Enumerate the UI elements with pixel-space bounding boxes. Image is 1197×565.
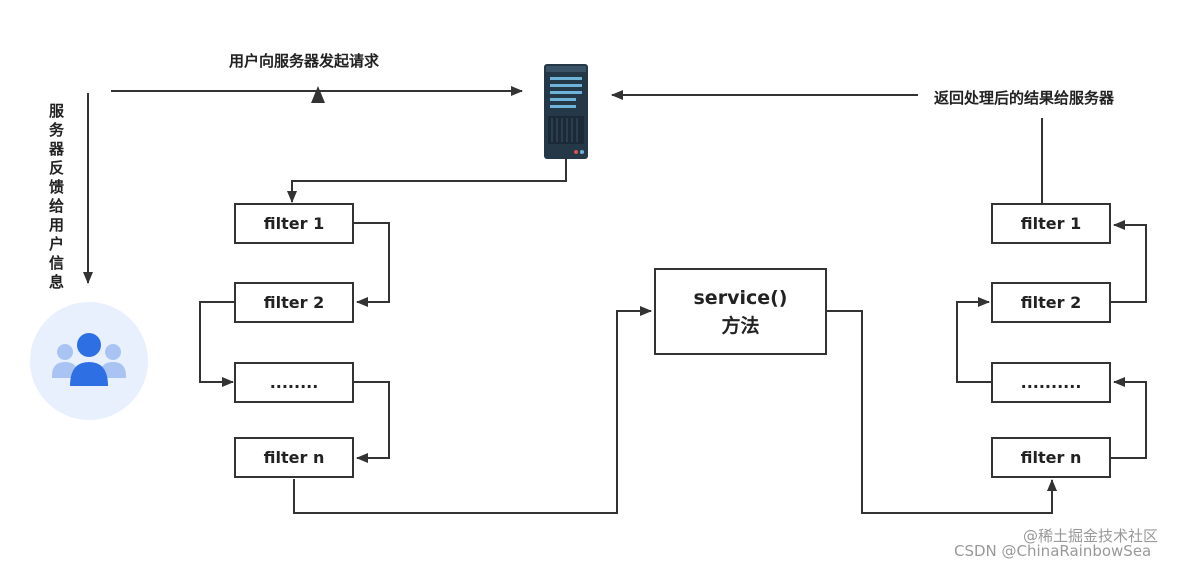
filter-n-to-service-arrow [293,306,652,514]
right-filter-2: filter 2 [991,282,1111,323]
right-filter-ellipsis: .......... [991,362,1111,403]
server-icon [544,64,588,159]
return-result-label: 返回处理后的结果给服务器 [934,89,1115,107]
request-caret [311,86,325,103]
left-filter-2: filter 2 [234,282,354,323]
feedback-label: 服务器反馈给用户信息 [47,103,65,293]
watermark-line-2: CSDN @ChinaRainbowSea [954,542,1152,560]
right-f2-to-f1-arrow [1111,220,1147,303]
left-dots-to-fn-arrow [354,381,390,463]
left-filter-ellipsis: ........ [234,362,354,403]
right-filter-n: filter n [991,437,1111,478]
right-fn-to-dots-arrow [1111,377,1147,459]
service-name: service() [693,286,788,309]
right-filter-1: filter 1 [991,203,1111,244]
left-filter-n: filter n [234,437,354,478]
watermark-line-1: @稀土掘金技术社区 [1023,527,1159,545]
service-to-right-filter-n-arrow [827,310,1057,514]
left-filter-1: filter 1 [234,203,354,244]
service-method-label: 方法 [721,314,760,337]
user-group-icon [30,302,148,420]
service-method-box: service() 方法 [654,268,827,355]
request-label: 用户向服务器发起请求 [229,52,380,70]
left-f2-to-dots-arrow [199,301,236,387]
server-to-filter1-arrow [287,158,567,203]
right-dots-to-f2-arrow [956,297,992,383]
left-f1-to-f2-arrow [354,222,390,307]
